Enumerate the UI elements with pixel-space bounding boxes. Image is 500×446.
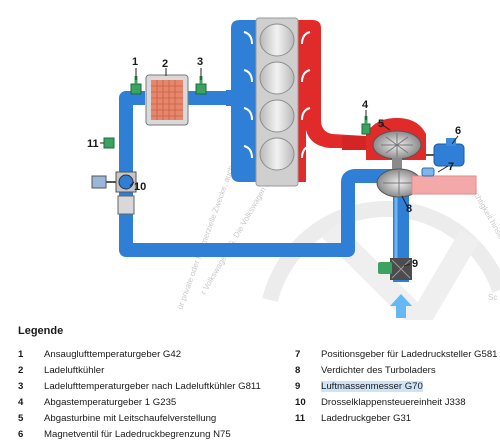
- legend-num: 7: [295, 349, 301, 360]
- legend-text: Abgasturbine mit Leitschaufelverstellung: [44, 413, 217, 424]
- legend-num: 4: [18, 397, 24, 408]
- legend-item-10: 10 Drosselklappensteuereinheit J338: [295, 397, 466, 409]
- legend-num: 3: [18, 381, 24, 392]
- air-outlet-duct: [411, 175, 477, 195]
- legend-item-1: 1 Ansauglufttemperaturgeber G42: [18, 349, 181, 361]
- legend-num: 6: [18, 429, 24, 440]
- callout-1: 1: [132, 56, 138, 68]
- legend: Legende 1 Ansauglufttemperaturgeber G42 2…: [18, 325, 498, 440]
- legend-item-8: 8 Verdichter des Turboladers: [295, 365, 436, 377]
- intake-air-pipes: [119, 91, 409, 282]
- callout-2: 2: [162, 58, 168, 70]
- throttle-body: [91, 171, 137, 215]
- legend-text: Luftmassenmesser G70: [321, 381, 423, 392]
- legend-text: Positionsgeber für Ladedrucksteller G581: [321, 349, 498, 360]
- legend-num: 10: [295, 397, 306, 408]
- legend-text: Abgastemperaturgeber 1 G235: [44, 397, 177, 408]
- legend-text: Drosselklappensteuereinheit J338: [321, 397, 466, 408]
- turbo-system-diagram: ür private oder kommerzielle Zwecke, auc…: [87, 17, 500, 320]
- legend-num: 9: [295, 381, 301, 392]
- sensor-11: [103, 137, 115, 149]
- intake-manifold: [226, 20, 258, 182]
- legend-item-3: 3 Ladelufttemperaturgeber nach Ladeluftkü…: [18, 381, 261, 393]
- exhaust-manifold: [294, 20, 370, 182]
- callout-9: 9: [412, 258, 418, 270]
- air-inflow-arrow: [390, 294, 412, 318]
- legend-item-11: 11 Ladedruckgeber G31: [295, 413, 411, 425]
- engine-block: [243, 17, 311, 187]
- turbine-housing: [366, 118, 426, 172]
- legend-item-2: 2 Ladeluftkühler: [18, 365, 104, 377]
- legend-text: Ladelufttemperaturgeber nach Ladeluftküh…: [44, 381, 261, 392]
- legend-num: 5: [18, 413, 24, 424]
- callout-leaders: [100, 68, 459, 267]
- legend-num: 8: [295, 365, 301, 376]
- legend-item-9: 9 Luftmassenmesser G70: [295, 381, 423, 393]
- air-mass-meter: [378, 258, 412, 280]
- legend-num: 11: [295, 413, 306, 424]
- wastegate-actuator: [426, 138, 465, 167]
- legend-text: Ladedruckgeber G31: [321, 413, 412, 424]
- legend-item-7: 7 Positionsgeber für Ladedrucksteller G58…: [295, 349, 498, 361]
- legend-text: Magnetventil für Ladedruckbegrenzung N75: [44, 429, 231, 440]
- intercooler: [145, 74, 189, 126]
- callout-5: 5: [378, 118, 384, 130]
- watermark-text-4: Sc: [488, 293, 497, 302]
- legend-text: Ansauglufttemperaturgeber G42: [44, 349, 182, 360]
- callout-6: 6: [455, 125, 461, 137]
- callout-7: 7: [448, 161, 454, 173]
- sensor-7: [421, 167, 435, 177]
- legend-num: 2: [18, 365, 24, 376]
- callout-11: 11: [87, 138, 99, 150]
- callout-3: 3: [197, 56, 203, 68]
- legend-text: Ladeluftkühler: [44, 365, 105, 376]
- callout-10: 10: [134, 181, 146, 193]
- legend-item-6: 6 Magnetventil für Ladedruckbegrenzung N7…: [18, 429, 231, 441]
- legend-item-4: 4 Abgastemperaturgeber 1 G235: [18, 397, 176, 409]
- legend-num: 1: [18, 349, 24, 360]
- legend-text: Verdichter des Turboladers: [321, 365, 436, 376]
- callout-4: 4: [362, 99, 369, 111]
- legend-item-5: 5 Abgasturbine mit Leitschaufelverstellun…: [18, 413, 216, 425]
- legend-title: Legende: [18, 325, 64, 337]
- callout-8: 8: [406, 203, 412, 215]
